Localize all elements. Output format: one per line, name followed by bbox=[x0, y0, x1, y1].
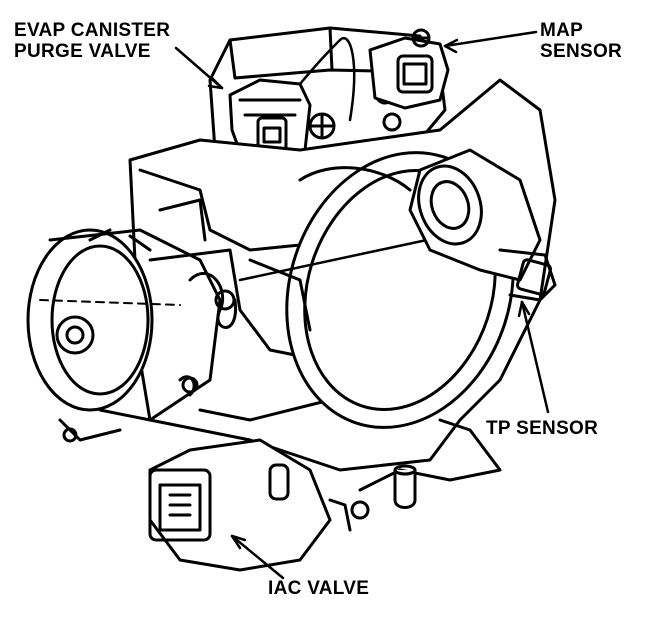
tp-label-text: TP SENSOR bbox=[486, 418, 599, 439]
throttle-linkage bbox=[178, 258, 312, 397]
map-sensor-label: MAP SENSOR bbox=[540, 20, 622, 62]
leader-lines bbox=[174, 30, 550, 580]
evap-label-line1: EVAP CANISTER bbox=[14, 20, 171, 41]
tp-sensor-label: TP SENSOR bbox=[486, 418, 598, 439]
tp-sensor bbox=[408, 148, 557, 302]
iac-valve bbox=[148, 438, 370, 572]
map-leader-arrow bbox=[443, 38, 459, 54]
evap-purge-valve-label: EVAP CANISTER PURGE VALVE bbox=[14, 20, 170, 62]
iac-valve-label: IAC VALVE bbox=[268, 578, 369, 599]
evap-purge-valve bbox=[228, 37, 356, 160]
map-label-line2: SENSOR bbox=[540, 41, 623, 62]
evap-leader-arrow bbox=[207, 76, 224, 90]
iac-label-text: IAC VALVE bbox=[268, 578, 370, 599]
map-leader-line bbox=[443, 30, 538, 48]
iac-leader-arrow bbox=[230, 534, 247, 550]
iac-leader-line bbox=[230, 534, 285, 580]
throttle-cam-pulley bbox=[26, 228, 222, 443]
map-sensor bbox=[368, 28, 450, 132]
tp-leader-line bbox=[520, 300, 550, 414]
tp-leader-arrow bbox=[517, 300, 531, 318]
outlet-tube bbox=[393, 464, 417, 509]
map-label-line1: MAP bbox=[540, 20, 584, 41]
evap-label-line2: PURGE VALVE bbox=[14, 41, 151, 62]
